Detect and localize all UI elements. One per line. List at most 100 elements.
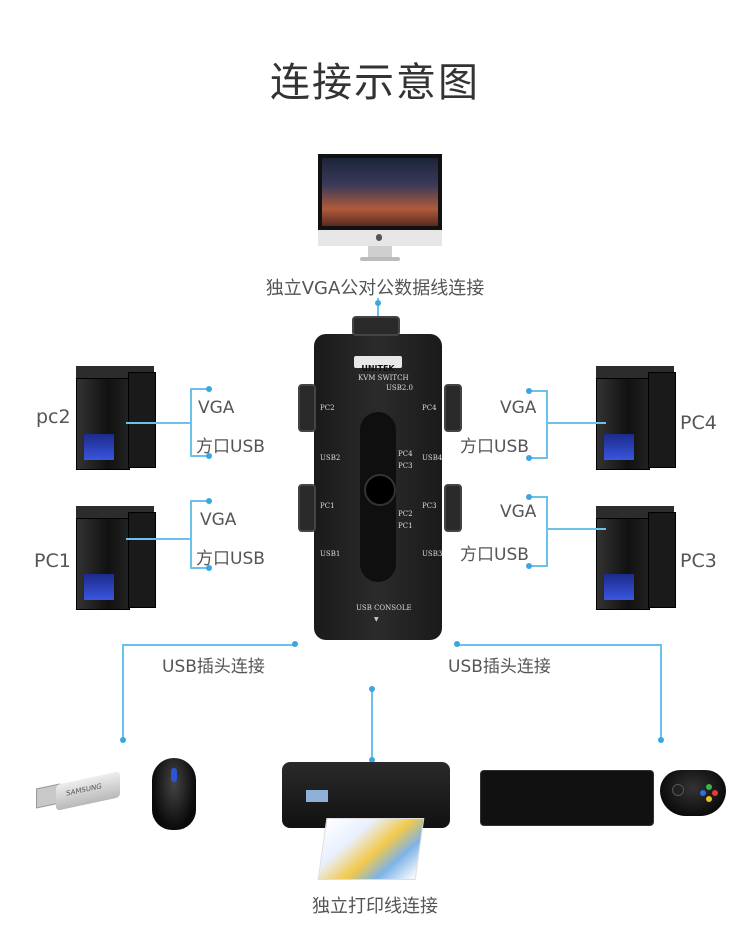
kvm-port-label-pc1: PC1 [320, 502, 335, 510]
usb-left-label: USB插头连接 [162, 657, 265, 677]
monitor-base [360, 257, 400, 261]
mouse-wheel [171, 768, 177, 782]
usb-right-dot-top [454, 641, 460, 647]
kvm-vga-out-port [352, 316, 400, 336]
kvm-port-label-usb3: USB3 [422, 550, 443, 558]
pc1-link-horizontal [126, 538, 190, 540]
computer-pc1 [76, 506, 156, 610]
computer-pc2 [76, 366, 156, 470]
pc3-bracket-bottom [530, 565, 548, 567]
usb-left-dot-bottom [120, 737, 126, 743]
pc4-vga-label: VGA [500, 398, 537, 418]
pc3-dot-bottom [526, 563, 532, 569]
printer-paper [317, 818, 425, 880]
monitor-label: 独立VGA公对公数据线连接 [265, 278, 485, 299]
kvm-led-pc4: PC4 [398, 450, 413, 458]
kvm-switch: UNITEK KVM SWITCH USB2.0 PC2 USB2 PC1 US… [314, 316, 443, 640]
gamepad-button-green [706, 784, 712, 790]
pc3-bracket-vertical [546, 496, 548, 566]
kvm-usb-version: USB2.0 [386, 384, 413, 392]
usb-right-horizontal [458, 644, 662, 646]
pc2-dot-top [206, 386, 212, 392]
computer-pc3 [596, 506, 676, 610]
pc1-usb-label: 方口USB [196, 549, 265, 569]
tower-front-glow [84, 434, 114, 460]
gamepad-button-blue [700, 790, 706, 796]
printer-link-vertical [371, 690, 373, 760]
kvm-led-pc1: PC1 [398, 522, 413, 530]
pc4-dot-bottom [526, 455, 532, 461]
kvm-port-label-pc3: PC3 [422, 502, 437, 510]
kvm-brand-badge: UNITEK [354, 356, 402, 373]
printer-dot-top [369, 686, 375, 692]
pc4-bracket-vertical [546, 390, 548, 458]
usb-right-label: USB插头连接 [448, 657, 551, 677]
kvm-vga-port-right-1 [444, 384, 462, 432]
pc2-bracket-vertical [190, 388, 192, 456]
usb-drive-image: SAMSUNG [36, 771, 122, 814]
pc2-dot-bottom [206, 453, 212, 459]
monitor-link-dot [375, 300, 381, 306]
kvm-port-label-usb4: USB4 [422, 454, 443, 462]
usb-left-dot-top [292, 641, 298, 647]
computer-pc4-name: PC4 [680, 412, 717, 434]
mouse-image [152, 758, 196, 830]
pc3-usb-label: 方口USB [460, 545, 529, 565]
pc1-dot-bottom [206, 565, 212, 571]
page-title: 连接示意图 [270, 60, 480, 106]
tower-side [128, 512, 156, 608]
tower-side [648, 372, 676, 468]
monitor-stand [368, 246, 392, 258]
gamepad-image [660, 770, 726, 816]
kvm-led-pc2: PC2 [398, 510, 413, 518]
pc1-bracket-top [190, 500, 208, 502]
pc1-bracket-vertical [190, 500, 192, 568]
kvm-model: KVM SWITCH [358, 374, 409, 382]
computer-pc2-name: pc2 [36, 406, 71, 428]
computer-pc1-name: PC1 [34, 550, 71, 572]
pc2-usb-label: 方口USB [196, 437, 265, 457]
pc4-bracket-bottom [530, 457, 548, 459]
kvm-port-label-usb2: USB2 [320, 454, 341, 462]
pc3-bracket-top [530, 496, 548, 498]
kvm-vga-port-right-2 [444, 484, 462, 532]
pc3-vga-label: VGA [500, 502, 537, 522]
printer-label: 独立打印线连接 [312, 896, 438, 917]
pc4-usb-label: 方口USB [460, 437, 529, 457]
pc1-dot-top [206, 498, 212, 504]
monitor-link-line [377, 298, 379, 318]
kvm-switch-button[interactable] [364, 474, 396, 506]
keyboard-image [480, 770, 654, 826]
pc1-vga-label: VGA [200, 510, 237, 530]
usb-right-dot-bottom [658, 737, 664, 743]
monitor-screen [318, 154, 442, 230]
pc2-vga-label: VGA [198, 398, 235, 418]
printer-dot-bottom [369, 757, 375, 763]
kvm-console-arrow-icon: ▼ [374, 616, 379, 623]
tower-front-glow [604, 574, 634, 600]
pc2-bracket-bottom [190, 455, 208, 457]
computer-pc3-name: PC3 [680, 550, 717, 572]
kvm-vga-port-left-2 [298, 484, 316, 532]
tower-front-glow [604, 434, 634, 460]
pc3-link-horizontal [546, 528, 606, 530]
tower-side [128, 372, 156, 468]
apple-logo-icon [376, 234, 382, 241]
pc2-bracket-top [190, 388, 208, 390]
pc1-bracket-bottom [190, 567, 208, 569]
usb-left-horizontal [122, 644, 296, 646]
gamepad-stick [672, 784, 684, 796]
kvm-console-label: USB CONSOLE [356, 604, 412, 612]
kvm-led-pc3: PC3 [398, 462, 413, 470]
pc4-link-horizontal [546, 422, 606, 424]
kvm-port-label-pc4: PC4 [422, 404, 437, 412]
gamepad-button-yellow [706, 796, 712, 802]
printer-display [306, 790, 328, 802]
kvm-port-label-pc2: PC2 [320, 404, 335, 412]
pc2-link-horizontal [126, 422, 190, 424]
pc4-dot-top [526, 388, 532, 394]
printer-image [282, 762, 452, 882]
computer-pc4 [596, 366, 676, 470]
pc4-bracket-top [530, 390, 548, 392]
kvm-vga-port-left-1 [298, 384, 316, 432]
